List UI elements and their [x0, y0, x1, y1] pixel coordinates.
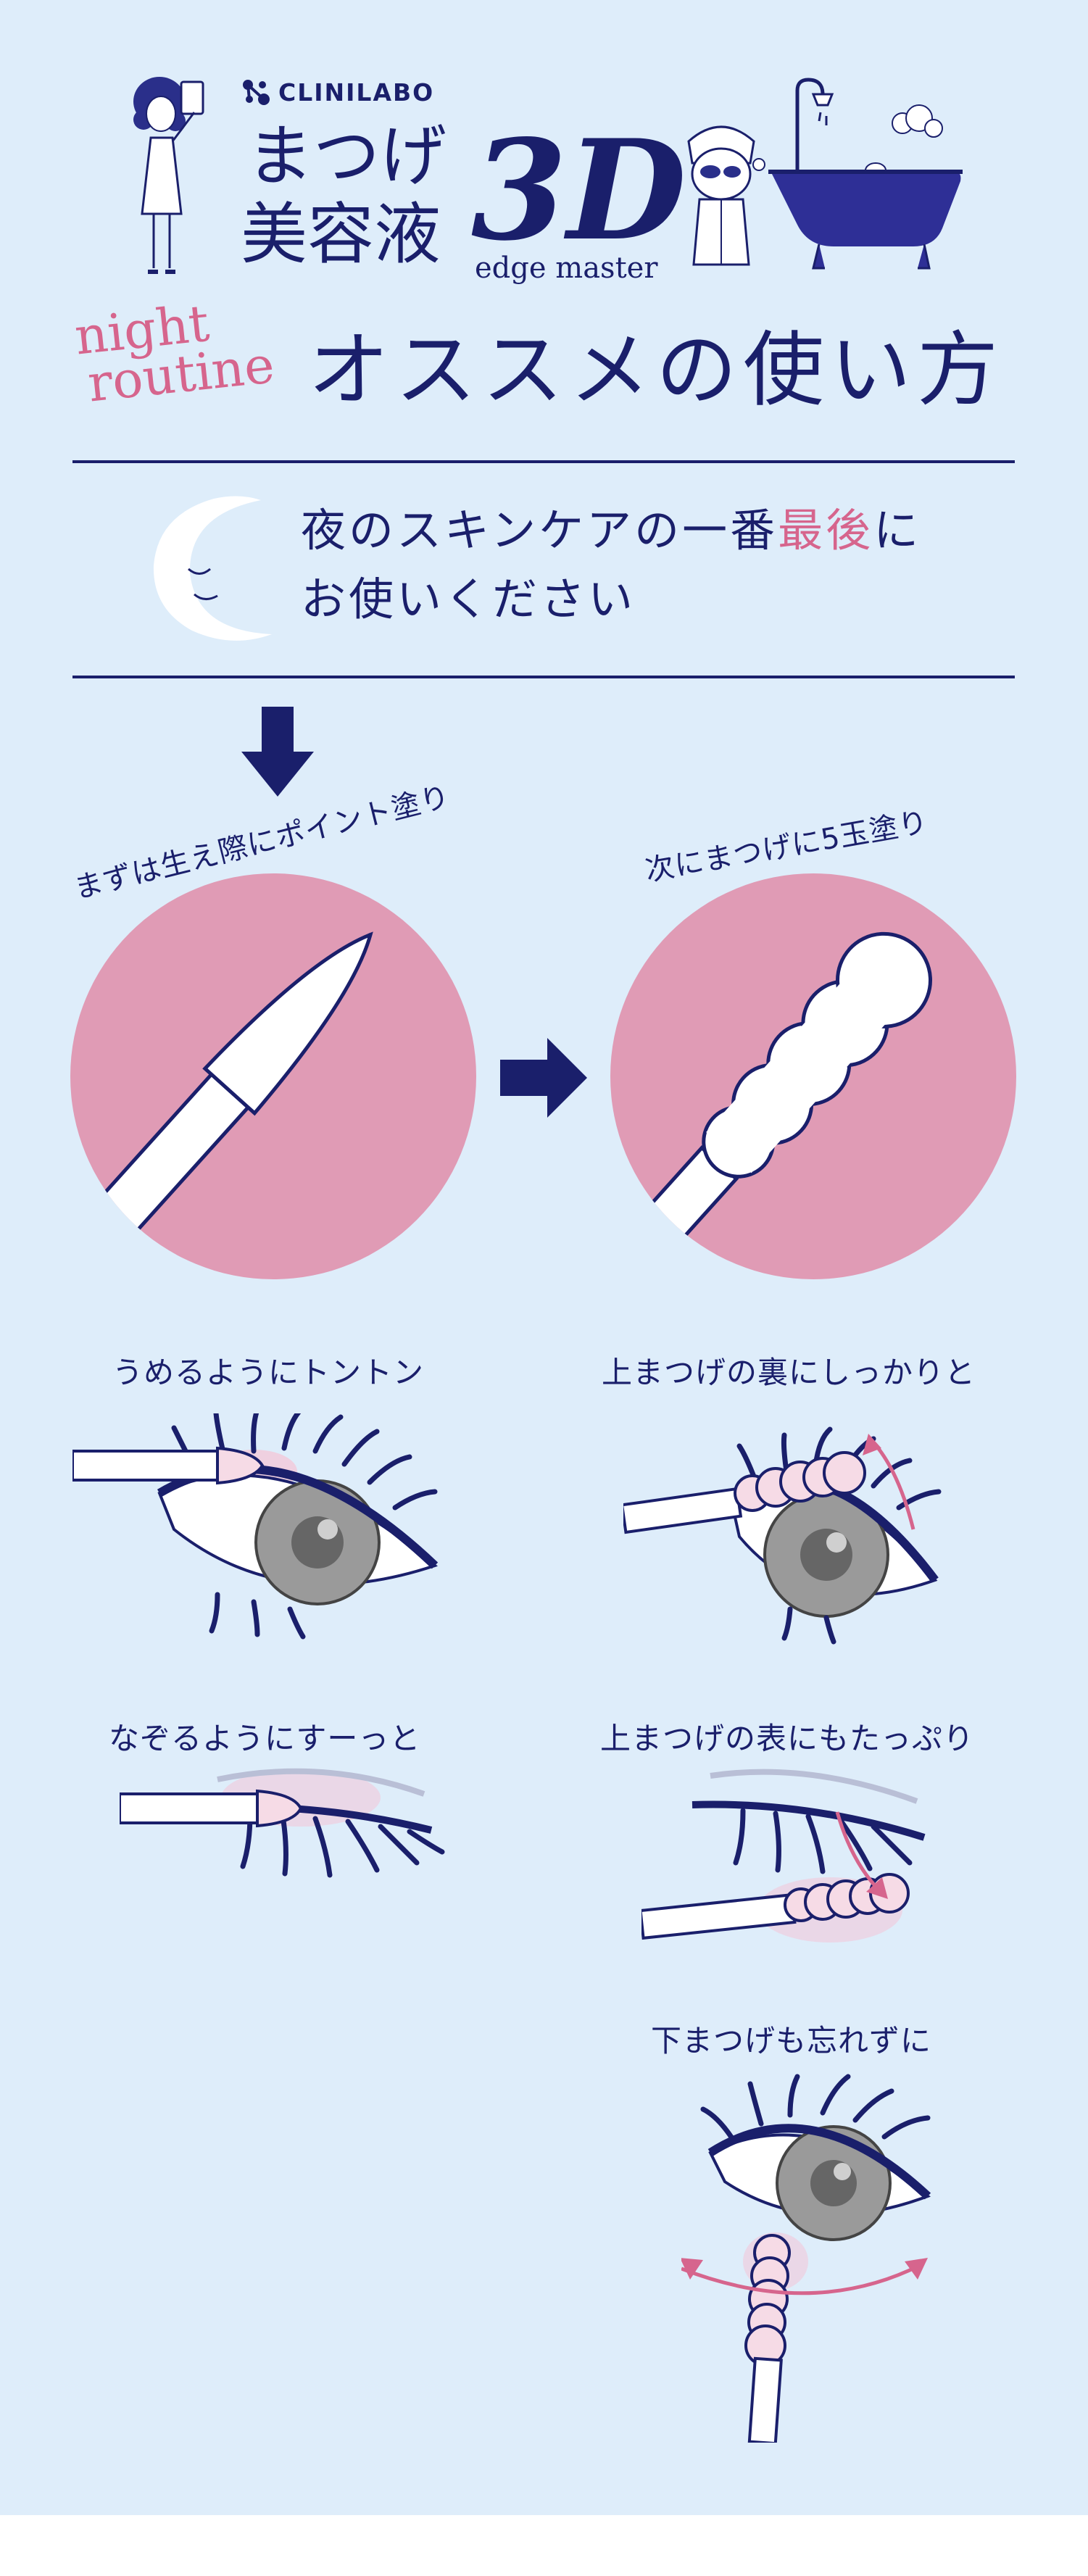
instruction-highlight: 最後: [778, 504, 874, 557]
eye-illustration-lower-lashes: [681, 2074, 931, 2443]
product-name-line1: まつげ: [246, 117, 447, 195]
caption-tap: うめるようにトントン: [112, 1355, 425, 1390]
clinilabo-logo-icon: [243, 80, 270, 105]
brand-logo: CLINILABO: [241, 76, 434, 108]
instruction-text-pre: 夜のスキンケアの一番: [301, 504, 778, 557]
step1-point-tip-illustration: [70, 873, 476, 1279]
person-towel-illustration-icon: [687, 125, 765, 266]
instruction-text-post: に: [873, 504, 922, 557]
eye-illustration-trace: [120, 1768, 445, 1878]
eye-illustration-upper-front: [641, 1769, 926, 1943]
page-canvas: CLINILABO まつげ 美容液 3D edge master night r…: [0, 0, 1088, 2515]
step2-ball-tip-illustration: [610, 873, 1016, 1279]
divider-bottom: [72, 676, 1015, 678]
moon-icon: [153, 496, 272, 641]
product-subtitle: edge master: [475, 252, 658, 285]
brand-name: CLINILABO: [278, 78, 435, 107]
bathtub-illustration-icon: [768, 78, 963, 270]
nurse-illustration-icon: [133, 77, 204, 274]
product-3d: 3D: [471, 109, 686, 271]
divider-top: [72, 460, 1015, 463]
right-arrow-icon: [500, 1038, 587, 1118]
caption-trace: なぞるようにすーっと: [109, 1721, 421, 1756]
caption-upper-front: 上まつげの表にもたっぷり: [600, 1721, 975, 1756]
caption-lower-lashes: 下まつげも忘れずに: [651, 2023, 932, 2058]
eye-illustration-upper-back: [623, 1426, 942, 1645]
product-name-line2: 美容液: [241, 196, 441, 273]
eye-illustration-tap: [72, 1413, 439, 1640]
instruction-line2: お使いください: [301, 573, 636, 626]
down-arrow-icon: [241, 707, 314, 797]
section-title: オススメの使い方: [308, 323, 1004, 417]
caption-upper-back: 上まつげの裏にしっかりと: [602, 1355, 976, 1390]
instruction-line1: 夜のスキンケアの一番最後に: [301, 504, 921, 557]
